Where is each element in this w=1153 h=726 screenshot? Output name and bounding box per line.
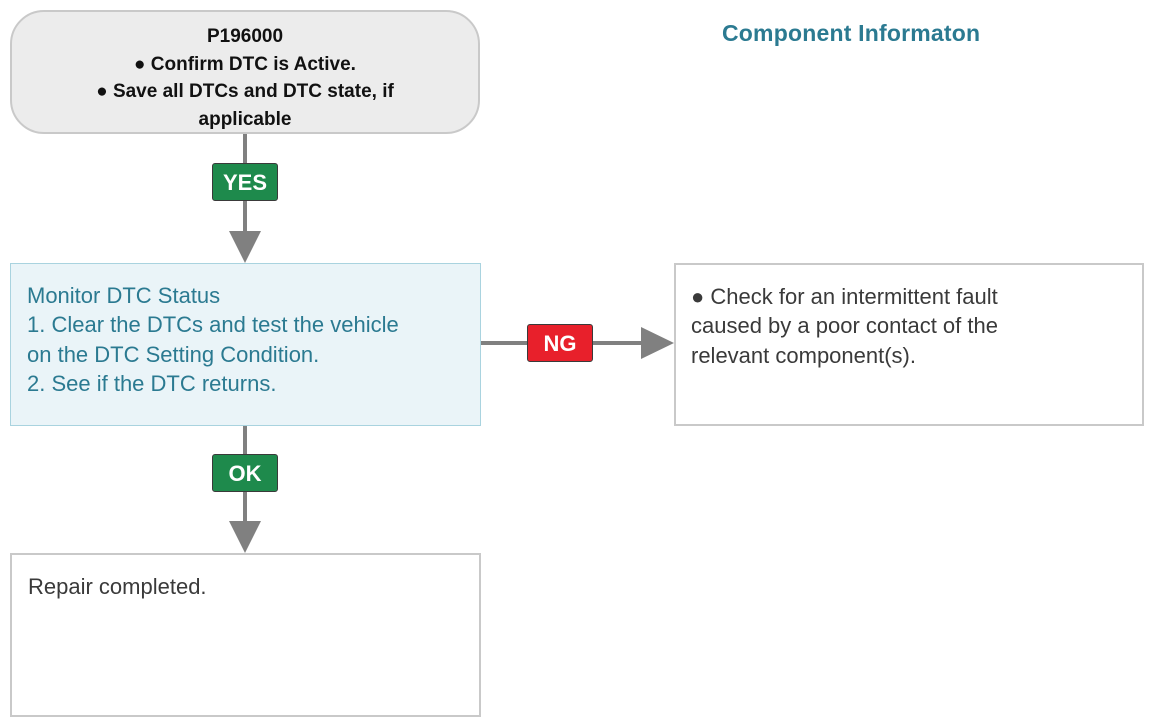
yes-badge: YES: [212, 163, 278, 201]
monitor-dtc-status-box: Monitor DTC Status 1. Clear the DTCs and…: [10, 263, 481, 426]
component-information-link[interactable]: Component Informaton: [722, 20, 981, 46]
ok-badge: OK: [212, 454, 278, 492]
arrow-head-down: [229, 521, 261, 553]
dtc-code: P196000: [206, 26, 284, 47]
ng-badge: NG: [527, 324, 593, 362]
monitor-title: Monitor DTC Status: [27, 283, 221, 308]
repair-completed-box: Repair completed.: [10, 553, 481, 717]
monitor-step-1-cont: on the DTC Setting Condition.: [27, 341, 320, 367]
repair-text: Repair completed.: [28, 574, 207, 599]
monitor-step-1: 1. Clear the DTCs and test the vehicle: [27, 312, 399, 338]
intermittent-line-2: caused by a poor contact of the: [691, 313, 998, 339]
arrow-head-down: [229, 231, 261, 263]
start-step-2: ● Save all DTCs and DTC state, if: [96, 81, 394, 102]
start-step-2-cont: applicable: [198, 108, 292, 130]
intermittent-line-1: ● Check for an intermittent fault: [691, 284, 998, 309]
intermittent-fault-box: ● Check for an intermittent fault caused…: [674, 263, 1144, 426]
start-node: P196000 ● Confirm DTC is Active. ● Save …: [10, 10, 480, 134]
start-step-1: ● Confirm DTC is Active.: [134, 53, 356, 75]
arrow-head-right: [641, 327, 674, 359]
monitor-step-2: 2. See if the DTC returns.: [27, 370, 277, 396]
intermittent-line-3: relevant component(s).: [691, 342, 916, 368]
